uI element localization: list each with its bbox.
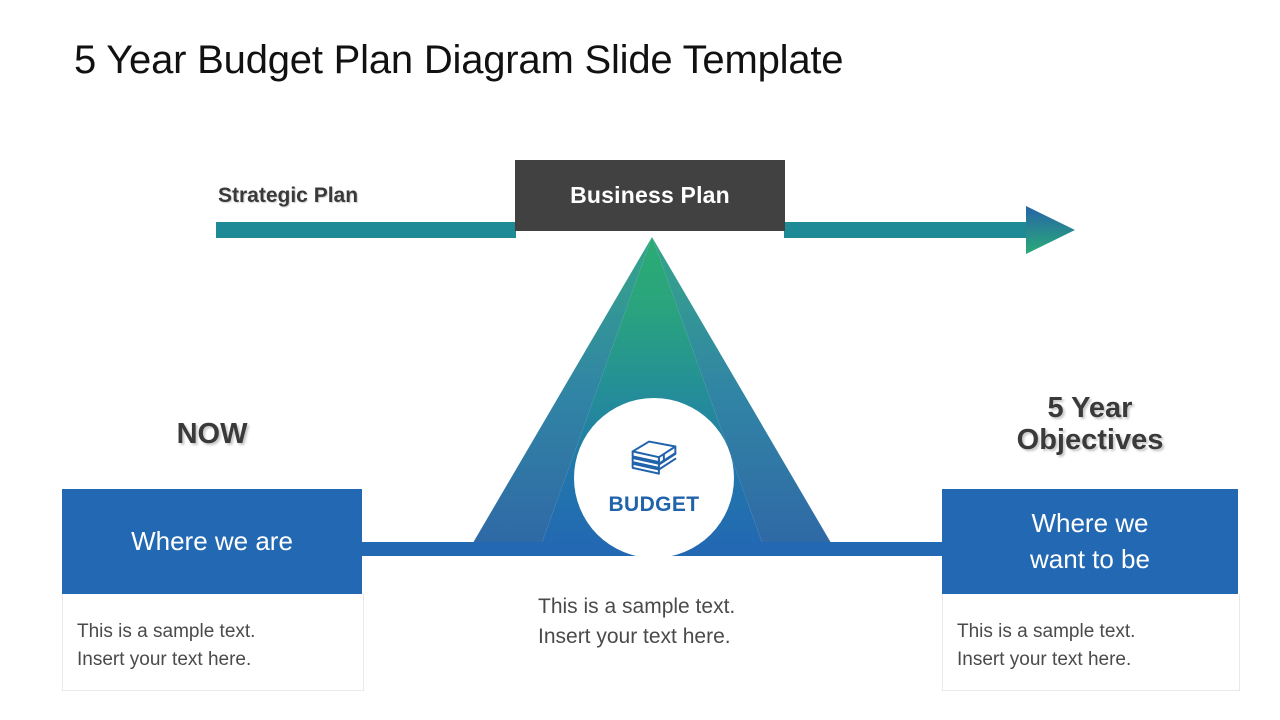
objectives-heading-line2: Objectives <box>1016 424 1164 457</box>
left-sample-text: This is a sample text. Insert your text … <box>77 618 255 674</box>
business-plan-label: Business Plan <box>570 182 730 208</box>
budget-label: BUDGET <box>608 493 700 516</box>
business-plan-box: Business Plan <box>515 160 785 231</box>
right-sample-line1: This is a sample text. <box>957 621 1136 642</box>
right-sample-line2: Insert your text here. <box>957 649 1132 671</box>
center-sample-line2: Insert your text here. <box>538 624 731 648</box>
center-sample-line1: This is a sample text. <box>538 595 736 618</box>
right-sample-text-box[interactable]: This is a sample text. Insert your text … <box>942 594 1240 691</box>
objectives-heading-line1: 5 Year <box>1047 392 1133 424</box>
center-sample-text: This is a sample text. Insert your text … <box>538 592 858 652</box>
budget-circle[interactable]: BUDGET <box>574 398 734 558</box>
where-we-are-box[interactable]: Where we are <box>62 489 362 594</box>
where-we-are-label: Where we are <box>131 525 293 556</box>
now-heading: NOW <box>176 418 248 450</box>
right-sample-text: This is a sample text. Insert your text … <box>957 618 1135 674</box>
left-sample-line1: This is a sample text. <box>77 621 256 642</box>
where-we-want-to-be-box[interactable]: Where we want to be <box>942 489 1238 594</box>
timeline-line-left <box>216 222 516 238</box>
timeline-line-right <box>784 222 1031 238</box>
timeline-arrowhead <box>1026 206 1075 254</box>
money-stack-icon <box>631 440 677 475</box>
left-sample-line2: Insert your text here. <box>77 649 252 671</box>
where-we-want-to-be-label: Where we want to be <box>1030 506 1150 576</box>
where-we-want-line1: Where we <box>1031 508 1149 539</box>
strategic-plan-label: Strategic Plan <box>218 184 359 207</box>
five-year-objectives-heading: 5 Year Objectives <box>942 392 1238 457</box>
page-title: 5 Year Budget Plan Diagram Slide Templat… <box>74 38 844 82</box>
left-sample-text-box[interactable]: This is a sample text. Insert your text … <box>62 594 364 691</box>
where-we-want-line2: want to be <box>1030 543 1150 574</box>
